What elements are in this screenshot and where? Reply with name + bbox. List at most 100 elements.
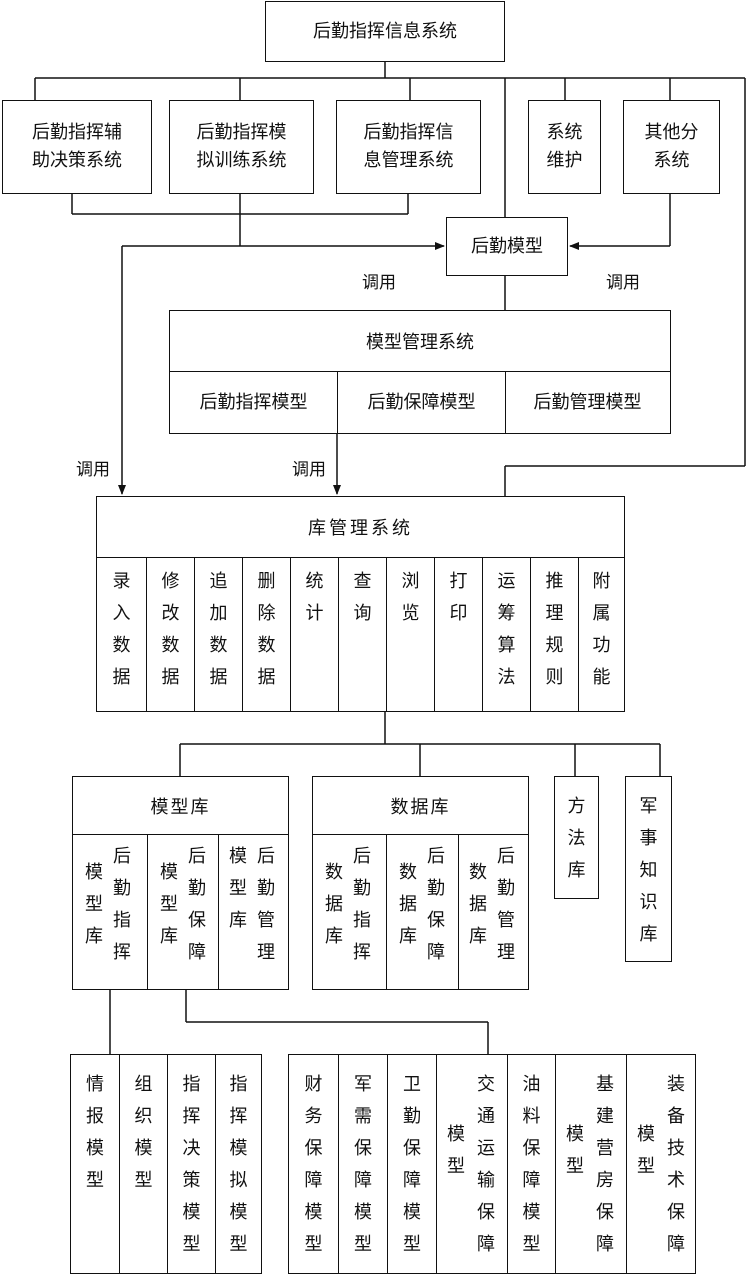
support-model-label: 军需保障模型 [354, 1074, 372, 1255]
military-knowledge-library-text: 军事知识库 [639, 796, 658, 945]
lib-function: 推理规则 [530, 558, 578, 711]
lib-function: 浏览 [386, 558, 434, 711]
training-subsystem-box: 后勤指挥模 拟训练系统 [169, 100, 314, 194]
support-model-name: 交通运输保障 [477, 1074, 495, 1255]
lib-function-label: 浏览 [401, 571, 420, 624]
model-library: 模型库 模型库 后勤指挥 模型库 后勤保障 模型库 后勤管理 [72, 776, 289, 990]
info-mgmt-subsystem-box: 后勤指挥信 息管理系统 [336, 100, 481, 194]
lib-mgmt-title: 库管理系统 [308, 518, 413, 539]
lib-function-label: 统计 [305, 571, 324, 624]
command-model: 组织模型 [119, 1055, 167, 1273]
support-model-label: 卫勤保障模型 [403, 1074, 421, 1255]
lib-function: 统计 [290, 558, 338, 711]
model-library-section-label: 模型库 [229, 846, 247, 931]
maintenance-subsystem-box: 系统 维护 [528, 100, 601, 194]
model-library-title: 模型库 [150, 796, 211, 818]
model-library-section: 模型库 后勤保障 [147, 835, 218, 989]
divider [313, 834, 528, 835]
support-model-label: 模型 [447, 1124, 465, 1177]
method-library-text: 方法库 [567, 796, 586, 881]
divider [73, 834, 288, 835]
command-model: 情报模型 [71, 1055, 119, 1273]
lib-function-label: 删除数据 [257, 571, 276, 688]
data-library-section-label: 数据库 [325, 862, 343, 947]
lib-function-label: 录入数据 [112, 571, 131, 688]
model-mgmt-part: 后勤指挥模型 [199, 392, 308, 413]
lib-function: 追加数据 [194, 558, 242, 711]
model-library-section-name: 后勤管理 [257, 846, 275, 963]
method-library: 方法库 [554, 776, 599, 899]
lib-function: 附属功能 [578, 558, 624, 711]
command-models-box: 情报模型 组织模型 指挥决策模型 指挥模拟模型 [70, 1054, 262, 1274]
lib-function: 录入数据 [97, 558, 146, 711]
data-library-section: 数据库 后勤指挥 [313, 835, 386, 989]
data-library-section-label: 数据库 [399, 862, 417, 947]
system-title: 后勤指挥信息系统 [265, 1, 505, 62]
support-model-label: 模型 [637, 1124, 655, 1177]
support-model-label: 模型 [566, 1124, 584, 1177]
divider [170, 371, 670, 372]
support-model: 模型 装备技术保障 [626, 1055, 695, 1273]
lib-function-label: 追加数据 [209, 571, 228, 688]
call-label: 调用 [76, 460, 110, 480]
lib-function-label: 修改数据 [161, 571, 180, 688]
lib-function: 删除数据 [242, 558, 290, 711]
model-library-section: 模型库 后勤指挥 [73, 835, 147, 989]
lib-function-label: 附属功能 [592, 571, 611, 688]
logistics-model-box: 后勤模型 [446, 217, 568, 276]
support-models-box: 财务保障模型 军需保障模型 卫勤保障模型 模型 交通运输保障 油料保障模型 模型… [288, 1054, 696, 1274]
support-model-label: 油料保障模型 [522, 1074, 541, 1255]
data-library-section-name: 后勤保障 [427, 846, 445, 963]
model-mgmt-title: 模型管理系统 [366, 332, 474, 353]
other-subsystem-box: 其他分 系统 [623, 100, 720, 194]
lib-function-label: 打印 [449, 571, 468, 624]
lib-function: 查询 [338, 558, 386, 711]
data-library-section: 数据库 后勤保障 [386, 835, 458, 989]
support-model-name: 装备技术保障 [667, 1074, 685, 1255]
command-model-label: 组织模型 [134, 1074, 153, 1191]
model-library-section-name: 后勤指挥 [113, 846, 131, 963]
command-model-label: 情报模型 [86, 1074, 104, 1191]
command-model: 指挥模拟模型 [215, 1055, 261, 1273]
decision-subsystem-box: 后勤指挥辅 助决策系统 [2, 100, 152, 194]
command-model: 指挥决策模型 [167, 1055, 215, 1273]
support-model-label: 财务保障模型 [304, 1074, 323, 1255]
support-model: 财务保障模型 [289, 1055, 338, 1273]
command-model-label: 指挥模拟模型 [229, 1074, 248, 1255]
call-label: 调用 [292, 460, 326, 480]
info-mgmt-subsystem-text: 后勤指挥信 息管理系统 [363, 122, 454, 171]
lib-function: 打印 [434, 558, 482, 711]
lib-function: 运筹算法 [482, 558, 530, 711]
military-knowledge-library: 军事知识库 [625, 776, 672, 962]
support-model: 油料保障模型 [507, 1055, 555, 1273]
data-library-section-name: 后勤指挥 [353, 846, 371, 963]
lib-function-label: 查询 [353, 571, 372, 624]
lib-function-label: 运筹算法 [497, 571, 516, 688]
training-subsystem-text: 后勤指挥模 拟训练系统 [196, 122, 287, 171]
data-library-section: 数据库 后勤管理 [458, 835, 528, 989]
maintenance-subsystem-text: 系统 维护 [546, 122, 583, 171]
model-mgmt-part: 后勤管理模型 [505, 372, 669, 433]
data-library: 数据库 数据库 后勤指挥 数据库 后勤保障 数据库 后勤管理 [312, 776, 529, 990]
call-label: 调用 [606, 273, 640, 293]
logistics-model-text: 后勤模型 [471, 235, 543, 257]
divider [97, 557, 624, 558]
support-model: 军需保障模型 [338, 1055, 387, 1273]
data-library-section-label: 数据库 [469, 862, 487, 947]
other-subsystem-text: 其他分 系统 [644, 122, 699, 171]
lib-mgmt-system: 库管理系统 录入数据 修改数据 追加数据 删除数据 统计 查询 浏览 打印 运筹… [96, 496, 625, 712]
data-library-section-name: 后勤管理 [497, 846, 515, 963]
support-model-name: 基建营房保障 [596, 1074, 614, 1255]
model-library-section-label: 模型库 [85, 862, 103, 947]
decision-subsystem-text: 后勤指挥辅 助决策系统 [32, 122, 122, 171]
support-model: 卫勤保障模型 [387, 1055, 436, 1273]
support-model: 模型 交通运输保障 [436, 1055, 507, 1273]
model-mgmt-part: 后勤保障模型 [337, 372, 505, 433]
data-library-title: 数据库 [390, 796, 451, 818]
command-model-label: 指挥决策模型 [182, 1074, 201, 1255]
model-library-section: 模型库 后勤管理 [218, 835, 288, 989]
model-library-section-name: 后勤保障 [188, 846, 206, 963]
lib-function: 修改数据 [146, 558, 194, 711]
model-mgmt-system: 模型管理系统 后勤指挥模型 后勤保障模型 后勤管理模型 [169, 310, 671, 434]
